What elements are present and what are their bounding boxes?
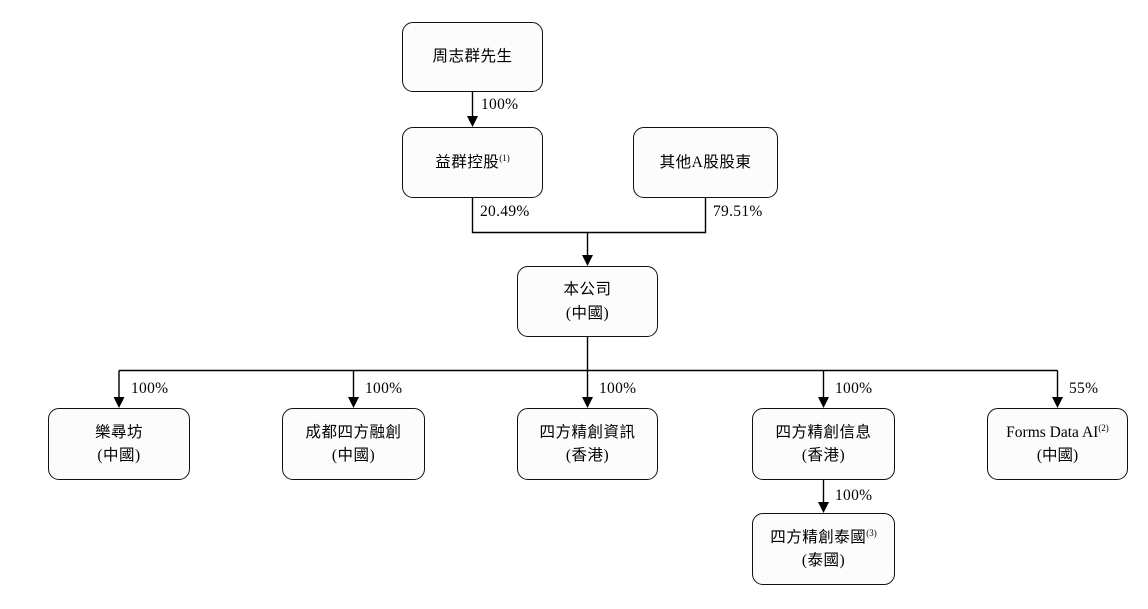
edge-drop-xinxi-hk-arrowhead <box>818 397 829 408</box>
node-other-a-shareholders: 其他A股股東 <box>633 127 778 198</box>
node-lexunfang-jurisdiction: (中國) <box>97 447 141 464</box>
node-sifang-thailand-jurisdiction: (泰國) <box>801 552 846 569</box>
node-sifang-xinxi-hk-label: 四方精創信息 <box>775 423 872 441</box>
node-forms-data-ai-label: Forms Data AI <box>1006 423 1099 441</box>
node-founder-label: 周志群先生 <box>432 48 513 66</box>
pct-company-xinxi-hk: 100% <box>835 380 873 397</box>
edge-drop-forms-data-arrowhead <box>1052 397 1063 408</box>
pct-founder-yiqun: 100% <box>481 96 519 113</box>
node-sifang-thailand-footnote: (3) <box>866 527 877 538</box>
edge-drop-lexunfang-arrowhead <box>113 397 125 408</box>
node-sifang-xinxi-hk-jurisdiction: (香港) <box>801 447 846 464</box>
node-company: 本公司 (中國) <box>517 266 658 337</box>
node-sifang-zixun-hk-jurisdiction: (香港) <box>565 447 610 464</box>
node-lexunfang: 樂尋坊 (中國) <box>48 408 190 480</box>
node-forms-data-ai-jurisdiction: (中國) <box>1036 447 1079 464</box>
edge-bus-company-arrowhead <box>582 255 593 266</box>
node-chengdu-sifang: 成都四方融創 (中國) <box>282 408 425 480</box>
node-sifang-zixun-hk: 四方精創資訊 (香港) <box>517 408 658 480</box>
node-company-jurisdiction: (中國) <box>565 304 610 322</box>
node-chengdu-sifang-label: 成都四方融創 <box>305 423 402 441</box>
node-other-a-shareholders-label: 其他A股股東 <box>659 153 752 171</box>
node-yiqun-holdings-label: 益群控股 <box>435 153 500 171</box>
edge-founder-yiqun-arrowhead <box>467 116 478 127</box>
node-company-label: 本公司 <box>563 281 612 299</box>
node-lexunfang-label: 樂尋坊 <box>94 423 143 441</box>
node-forms-data-ai: Forms Data AI(2) (中國) <box>987 408 1128 480</box>
pct-company-lexunfang: 100% <box>131 380 169 397</box>
node-sifang-xinxi-hk: 四方精創信息 (香港) <box>752 408 895 480</box>
edge-drop-zixun-hk-arrowhead <box>582 397 593 408</box>
node-chengdu-sifang-jurisdiction: (中國) <box>331 447 376 464</box>
node-sifang-thailand-label: 四方精創泰國 <box>770 528 867 546</box>
node-yiqun-holdings-footnote: (1) <box>499 152 510 163</box>
edge-shareholders-bus <box>471 198 707 234</box>
node-sifang-zixun-hk-label: 四方精創資訊 <box>539 423 636 441</box>
pct-company-forms-data: 55% <box>1069 380 1099 397</box>
pct-other-a-company: 79.51% <box>713 203 763 220</box>
node-yiqun-holdings: 益群控股(1) <box>402 127 543 198</box>
pct-xinxi-thailand: 100% <box>835 487 873 504</box>
pct-company-zixun-hk: 100% <box>599 380 637 397</box>
node-founder: 周志群先生 <box>402 22 543 92</box>
node-forms-data-ai-footnote: (2) <box>1098 422 1109 433</box>
pct-yiqun-company: 20.49% <box>480 203 530 220</box>
edge-drop-chengdu-arrowhead <box>348 397 359 408</box>
pct-company-chengdu: 100% <box>365 380 403 397</box>
edge-xinxi-thailand-arrowhead <box>818 502 829 513</box>
node-sifang-thailand: 四方精創泰國(3) (泰國) <box>752 513 895 585</box>
